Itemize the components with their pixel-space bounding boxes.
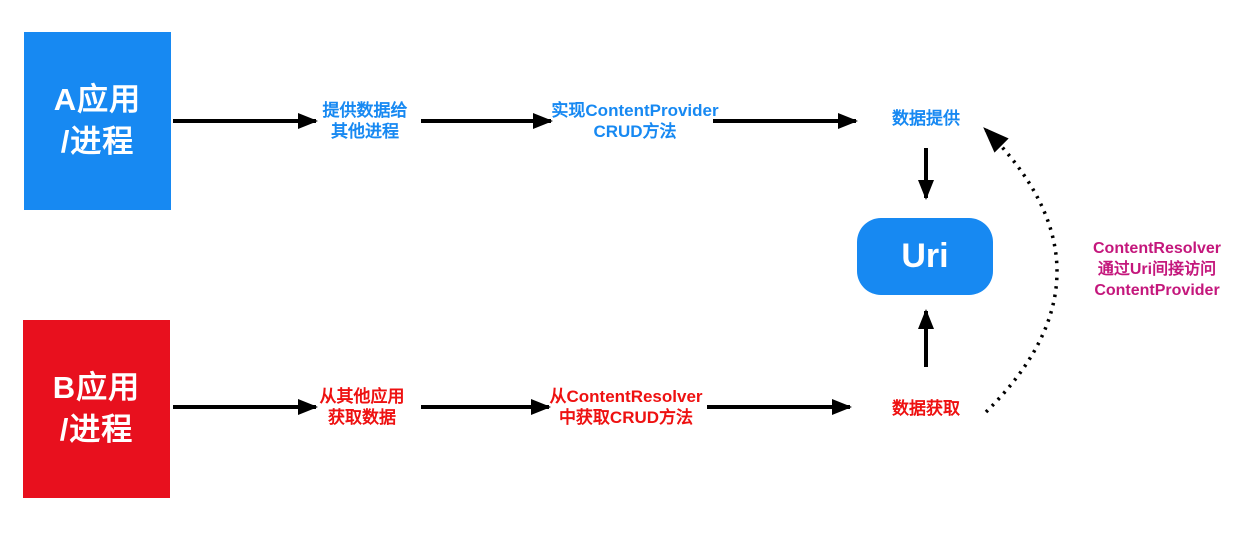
- node-app-a-line1: A应用: [53, 82, 142, 117]
- label-fetch-step1: 从其他应用 获取数据: [320, 386, 405, 428]
- node-uri: Uri: [857, 218, 993, 295]
- node-app-b-line1: B应用: [52, 370, 141, 405]
- label-provide-result-text: 数据提供: [892, 109, 960, 128]
- label-provide-step2-line1: 实现ContentProvider: [551, 101, 719, 120]
- label-provide-step1: 提供数据给 其他进程: [323, 100, 408, 142]
- label-fetch-step2: 从ContentResolver 中获取CRUD方法: [549, 386, 702, 428]
- label-resolver-note-line2: 通过Uri间接访问: [1097, 261, 1217, 278]
- label-fetch-step2-line2: 中获取CRUD方法: [558, 408, 694, 427]
- label-provide-result: 数据提供: [892, 108, 960, 129]
- node-app-b-line2: /进程: [59, 412, 134, 447]
- label-provide-step2: 实现ContentProvider CRUD方法: [551, 100, 718, 142]
- node-uri-label: Uri: [901, 237, 949, 275]
- node-app-b: B应用 /进程: [23, 320, 170, 498]
- label-fetch-result-text: 数据获取: [892, 399, 960, 418]
- label-resolver-note: ContentResolver 通过Uri间接访问 ContentProvide…: [1093, 238, 1221, 301]
- node-app-a: A应用 /进程: [24, 32, 171, 210]
- label-fetch-step2-line1: 从ContentResolver: [549, 387, 703, 406]
- label-fetch-step1-line2: 获取数据: [328, 408, 396, 427]
- curved-dotted-arrow-resolver-to-provider: [983, 127, 1059, 414]
- label-provide-step2-line2: CRUD方法: [593, 122, 677, 141]
- label-resolver-note-line3: ContentProvider: [1094, 282, 1220, 299]
- label-resolver-note-line1: ContentResolver: [1092, 240, 1222, 257]
- label-provide-step1-line1: 提供数据给: [322, 101, 408, 120]
- label-provide-step1-line2: 其他进程: [331, 122, 399, 141]
- node-app-a-line2: /进程: [60, 124, 135, 159]
- label-fetch-result: 数据获取: [892, 398, 960, 419]
- label-fetch-step1-line1: 从其他应用: [319, 387, 405, 406]
